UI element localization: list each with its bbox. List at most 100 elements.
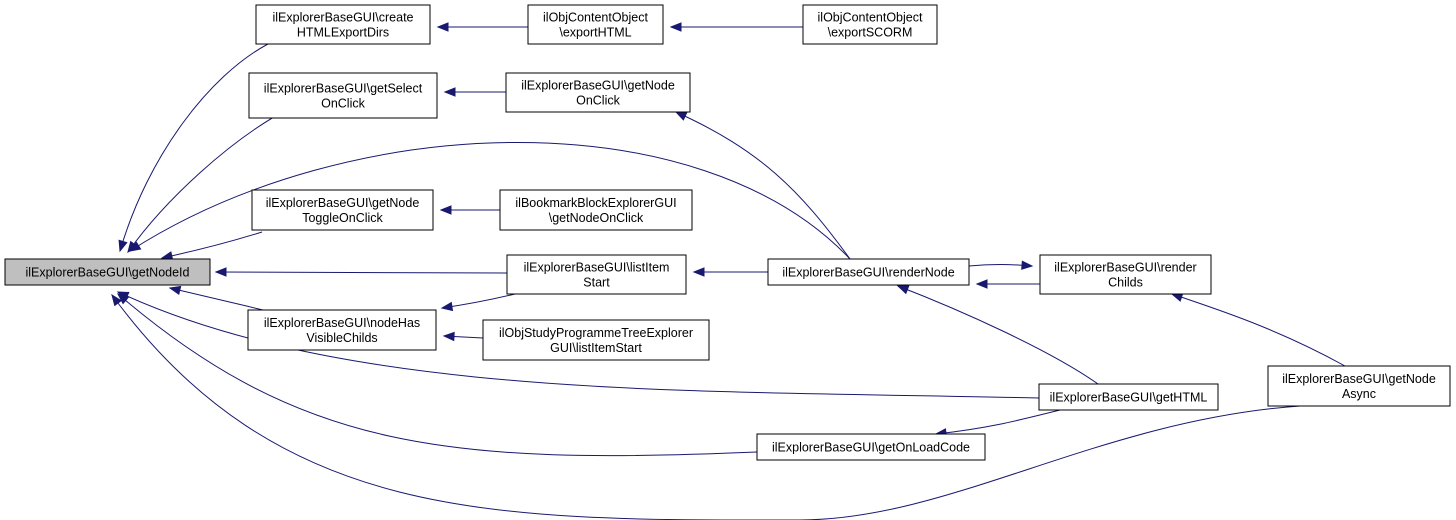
node-label-line: Childs xyxy=(1108,276,1143,290)
edge-getHTML-to-getOnLoadCode xyxy=(934,409,1061,438)
node-getHTML[interactable]: ilExplorerBaseGUI\getHTML xyxy=(1038,383,1219,411)
edge-arrowhead xyxy=(443,87,456,97)
node-box xyxy=(247,309,437,351)
node-box xyxy=(251,189,434,231)
edge-line xyxy=(897,285,1099,385)
node-label-line: Async xyxy=(1342,387,1376,401)
node-getNodeId[interactable]: ilExplorerBaseGUI\getNodeId xyxy=(4,258,211,286)
edge-line xyxy=(161,231,263,259)
node-label-line: ilExplorerBaseGUI\renderNode xyxy=(782,266,954,280)
node-label-line: ilExplorerBaseGUI\getNode xyxy=(1282,372,1436,386)
node-label-line: ilObjContentObject xyxy=(543,11,648,25)
node-label-line: \exportHTML xyxy=(559,26,631,40)
edge-arrowhead xyxy=(439,205,452,215)
node-label-line: ilExplorerBaseGUI\getNodeId xyxy=(26,266,190,280)
node-box xyxy=(802,4,938,45)
edge-arrowhead xyxy=(674,111,688,121)
edge-line xyxy=(1171,293,1346,367)
node-box xyxy=(756,433,986,461)
node-box xyxy=(505,72,691,113)
node-box xyxy=(248,72,438,119)
edge-studyListItemStart-to-nodeHasVisibleChilds xyxy=(442,331,484,342)
node-box xyxy=(1267,365,1451,407)
node-label-line: ilExplorerBaseGUI\create xyxy=(272,11,413,25)
node-label-line: HTMLExportDirs xyxy=(297,26,389,40)
node-label-line: ilObjContentObject xyxy=(818,11,923,25)
edge-exportSCORM-to-exportHTML xyxy=(669,22,803,32)
edge-arrowhead xyxy=(896,285,910,295)
node-bookmarkGetNodeOnClick[interactable]: ilBookmarkBlockExplorerGUI\getNodeOnClic… xyxy=(499,189,693,231)
edge-line xyxy=(675,111,851,260)
node-box xyxy=(506,254,687,295)
edge-createHTMLExportDirs-to-getNodeId xyxy=(118,43,269,253)
edge-line xyxy=(935,409,1061,435)
node-box xyxy=(767,258,970,286)
edge-arrowhead xyxy=(692,267,705,277)
edge-getNodeOnClick-to-getSelectOnClick xyxy=(443,87,506,97)
node-label-line: \getNodeOnClick xyxy=(549,211,644,225)
node-label-line: ToggleOnClick xyxy=(302,211,383,225)
node-getNodeOnClick[interactable]: ilExplorerBaseGUI\getNodeOnClick xyxy=(505,72,691,113)
node-box xyxy=(1039,254,1212,295)
edge-arrowhead xyxy=(669,22,682,32)
edge-arrowhead xyxy=(118,239,128,253)
edge-arrowhead xyxy=(975,279,988,289)
edge-arrowhead xyxy=(1170,292,1184,302)
node-exportHTML[interactable]: ilObjContentObject\exportHTML xyxy=(527,4,664,45)
edge-bookmarkGetNodeOnClick-to-getNodeToggleOnClick xyxy=(439,205,500,215)
edge-arrowhead xyxy=(111,293,123,307)
node-label-line: OnClick xyxy=(321,97,366,111)
node-box xyxy=(527,4,664,45)
node-renderNode[interactable]: ilExplorerBaseGUI\renderNode xyxy=(767,258,970,286)
edge-getNodeToggleOnClick-to-getNodeId xyxy=(160,231,263,261)
edge-renderChilds-to-renderNode xyxy=(975,279,1040,289)
node-getOnLoadCode[interactable]: ilExplorerBaseGUI\getOnLoadCode xyxy=(756,433,986,461)
edge-arrowhead xyxy=(436,22,449,32)
edge-renderNode-to-getNodeOnClick xyxy=(674,111,851,260)
edge-line xyxy=(111,294,1301,520)
edge-arrowhead xyxy=(442,331,455,342)
node-box xyxy=(499,189,693,231)
edge-nodeHasVisibleChilds-to-getNodeId xyxy=(168,285,264,311)
edge-arrowhead xyxy=(214,267,227,277)
node-box xyxy=(482,319,710,361)
node-label-line: ilBookmarkBlockExplorerGUI xyxy=(515,196,676,210)
edge-listItemStart-to-nodeHasVisibleChilds xyxy=(440,293,516,312)
node-label-line: ilObjStudyProgrammeTreeExplorer xyxy=(499,326,693,340)
node-box xyxy=(255,4,431,45)
node-label-line: ilExplorerBaseGUI\getSelect xyxy=(264,82,423,96)
edge-getNodeAsync-to-renderChilds xyxy=(1170,292,1346,367)
edge-getSelectOnClick-to-getNodeId xyxy=(127,108,289,254)
node-label-line: ilExplorerBaseGUI\render xyxy=(1054,261,1196,275)
node-listItemStart[interactable]: ilExplorerBaseGUI\listItemStart xyxy=(506,254,687,295)
node-label-line: GUI\listItemStart xyxy=(550,341,642,355)
node-label-line: ilExplorerBaseGUI\getNode xyxy=(266,196,420,210)
edge-arrowhead xyxy=(116,293,130,305)
node-label-line: ilExplorerBaseGUI\listItem xyxy=(524,261,670,275)
edge-getOnLoadCode-to-getNodeId xyxy=(116,293,758,457)
edge-line xyxy=(441,293,516,309)
node-label-line: ilExplorerBaseGUI\getOnLoadCode xyxy=(772,441,970,455)
edge-line xyxy=(117,291,1040,399)
edge-getHTML-to-renderNode xyxy=(896,285,1099,385)
edge-exportHTML-to-createHTMLExportDirs xyxy=(436,22,528,32)
node-label-line: VisibleChilds xyxy=(306,331,377,345)
edge-arrowhead xyxy=(440,301,454,312)
node-studyListItemStart[interactable]: ilObjStudyProgrammeTreeExplorerGUI\listI… xyxy=(482,319,710,361)
edges-layer xyxy=(111,22,1346,520)
node-label-line: ilExplorerBaseGUI\getHTML xyxy=(1050,391,1208,405)
edge-line xyxy=(117,293,758,457)
node-label-line: ilExplorerBaseGUI\nodeHas xyxy=(264,316,420,330)
node-label-line: Start xyxy=(583,276,610,290)
node-box xyxy=(4,258,211,286)
node-exportSCORM[interactable]: ilObjContentObject\exportSCORM xyxy=(802,4,938,45)
nodes-layer: ilExplorerBaseGUI\getNodeId ilExplorerBas… xyxy=(4,4,1451,461)
node-label-line: \exportSCORM xyxy=(828,26,913,40)
